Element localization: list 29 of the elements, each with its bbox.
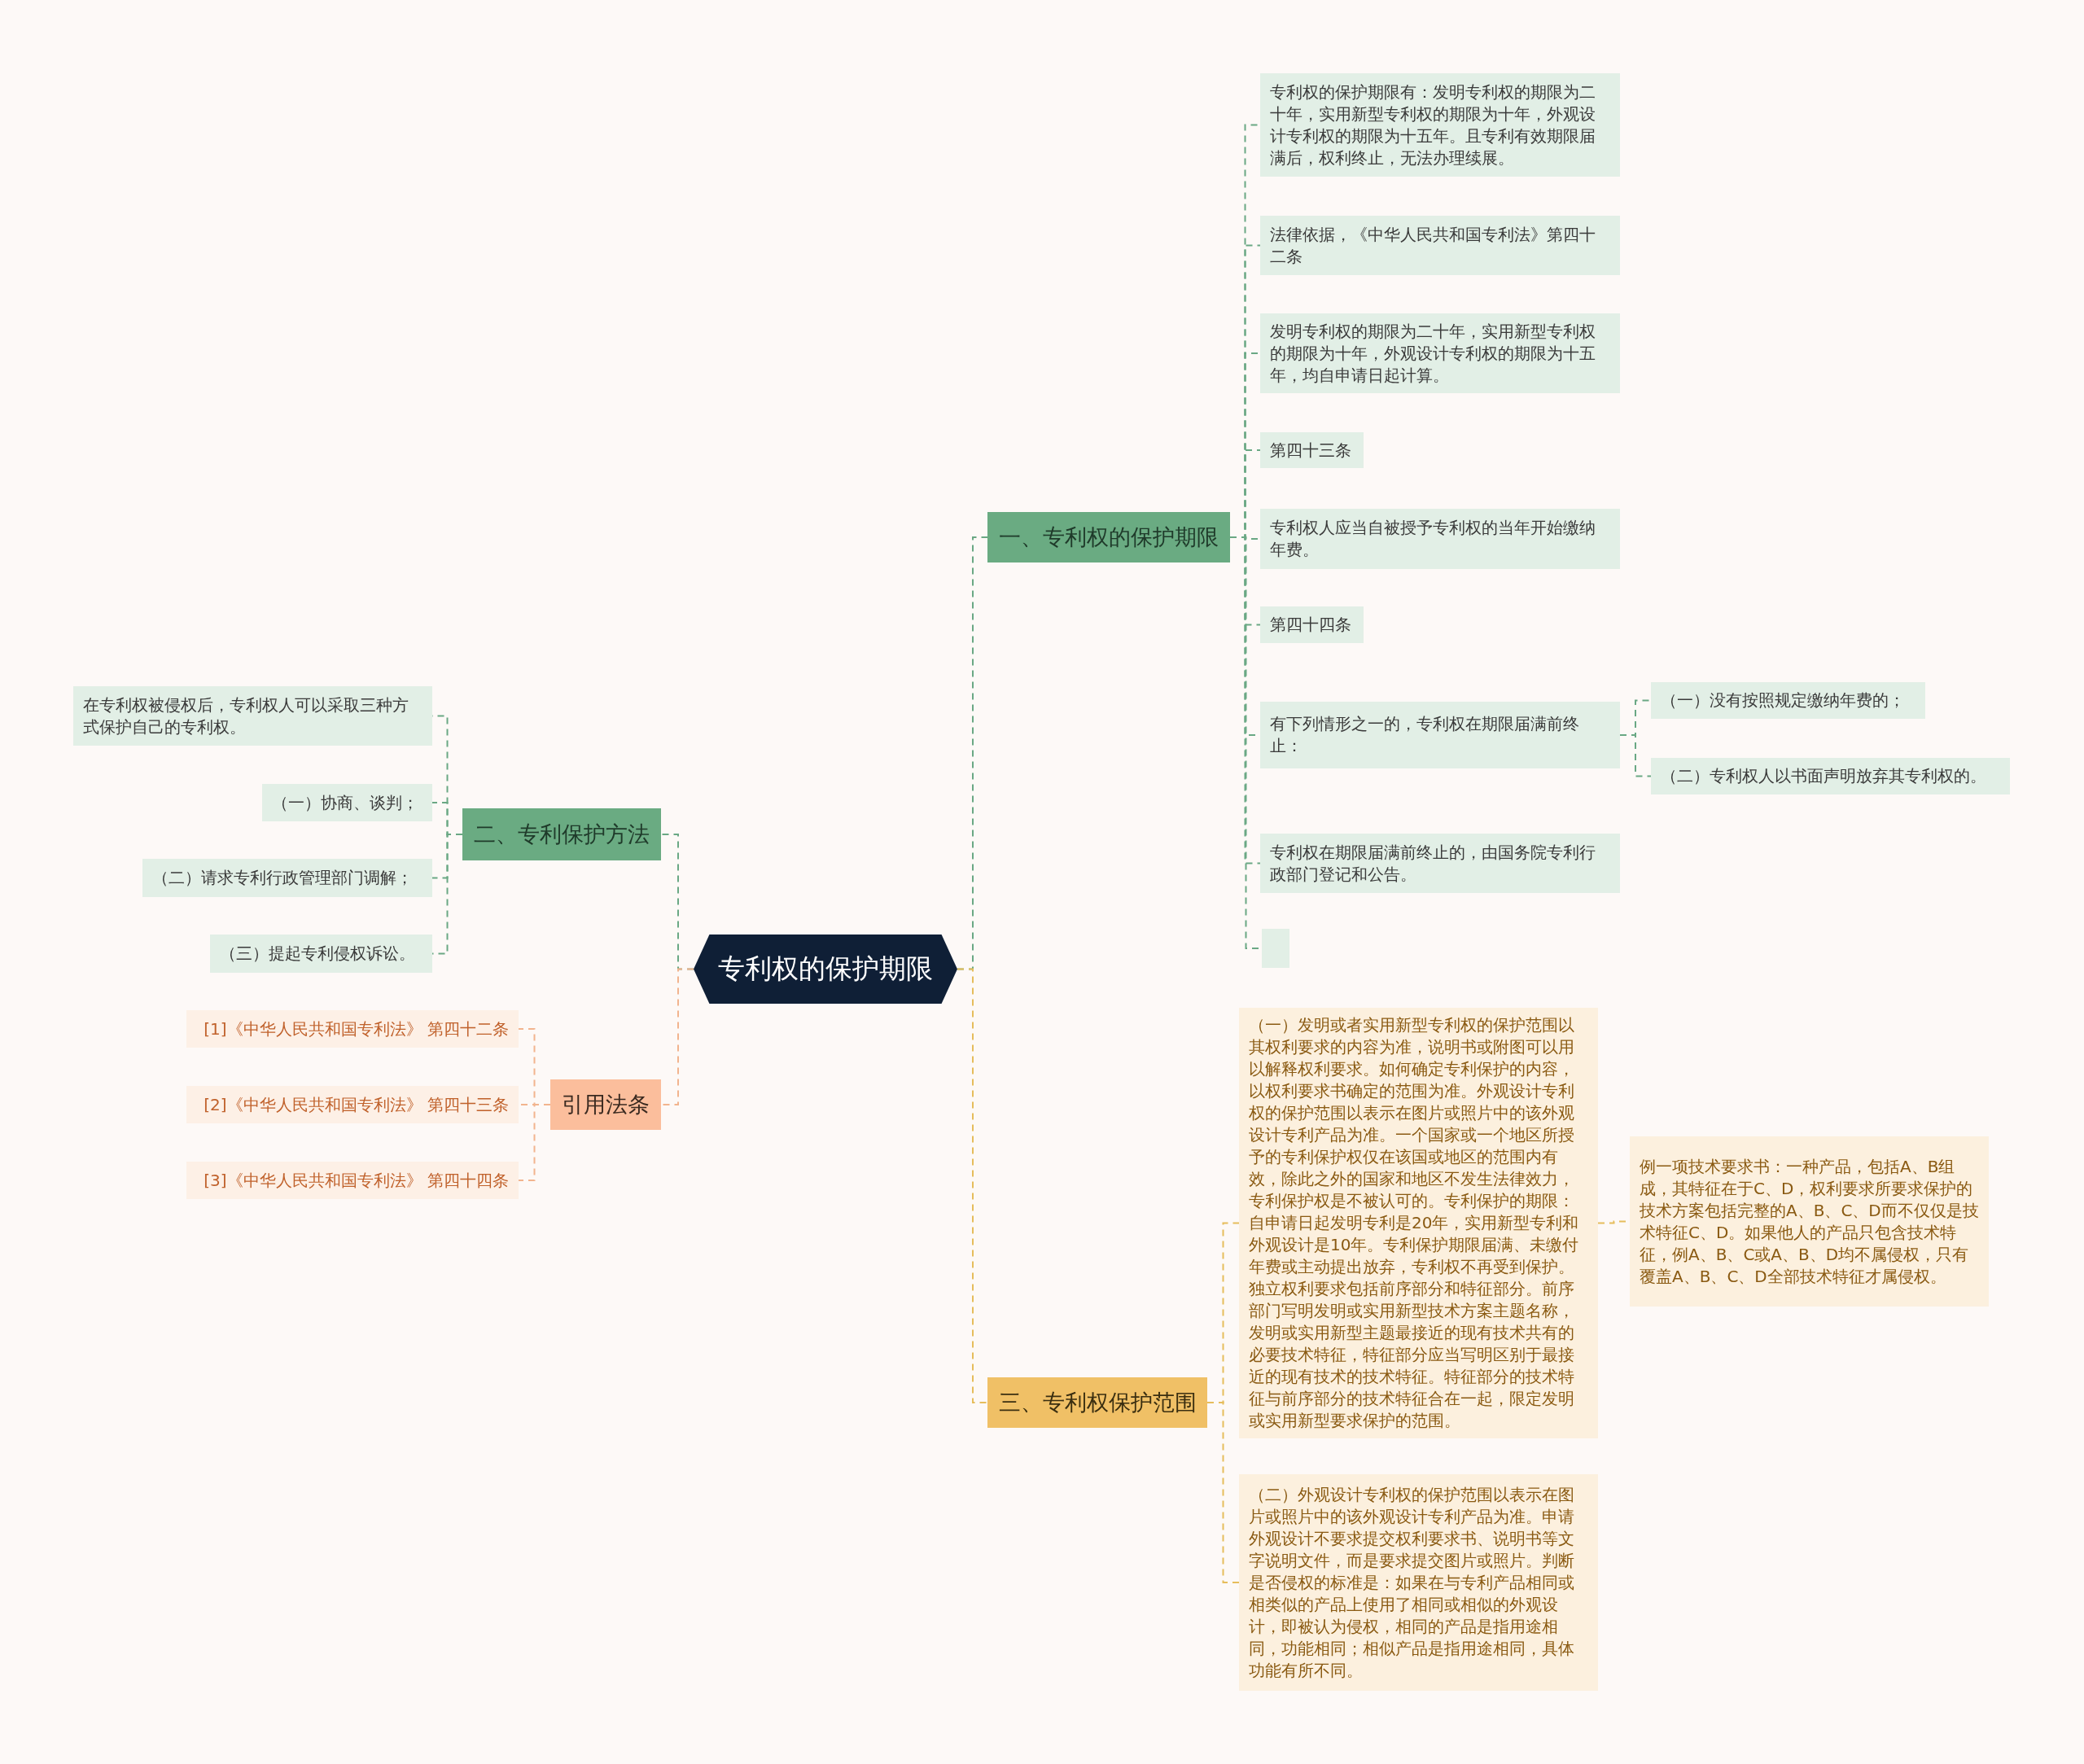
connector bbox=[1206, 1402, 1240, 1583]
topic-box: 三、专利权保护范围 bbox=[987, 1377, 1207, 1428]
text-box: （一）协商、谈判； bbox=[262, 784, 432, 821]
text-box: （二）请求专利行政管理部门调解； bbox=[142, 859, 432, 897]
text-box: 第四十三条 bbox=[1260, 432, 1364, 468]
text-box: 有下列情形之一的，专利权在期限届满前终止： bbox=[1260, 702, 1620, 768]
topic-box: 一、专利权的保护期限 bbox=[987, 512, 1230, 562]
text-box: 在专利权被侵权后，专利权人可以采取三种方式保护自己的专利权。 bbox=[73, 686, 432, 746]
topic-box: 二、专利保护方法 bbox=[462, 808, 661, 860]
connector bbox=[957, 968, 988, 1403]
text-box: 专利权的保护期限有：发明专利权的期限为二十年，实用新型专利权的期限为十年，外观设计专利权的期限为十五年。且专利有效期限届满后，权利终止，无法办理续展。 bbox=[1260, 73, 1620, 177]
empty-box bbox=[1262, 929, 1289, 968]
text-box: （二）外观设计专利权的保护范围以表示在图片或照片中的该外观设计专利产品为准。申请外观设计不要求提交权利要求书、说明书等文字说明文件，而是要求提交图片或照片。判断是否侵权的标准是：如果在与专利产品相同或相类似的产品上使用了相同或相似的外观设计，即被认为侵权，相同的产品是指用途相同，功能相同；相似产品是指用途相同，具体功能有所不同。 bbox=[1239, 1474, 1598, 1691]
topic-box: 引用法条 bbox=[550, 1079, 661, 1130]
text-box: （一）发明或者实用新型专利权的保护范围以其权利要求的内容为准，说明书或附图可以用以解释权利要求。如何确定专利保护的内容，以权利要求书确定的范围为准。外观设计专利权的保护范围以表示在图片或照片中的该外观设计专利产品为准。一个国家或一个地区所授予的专利保护权仅在该国或地区的范围内有效，除此之外的国家和地区不发生法律效力，专利保护权是不被认可的。专利保护的期限：自申请日起发明专利是20年，实用新型专利和外观设计是10年。专利保护期限届满、未缴付年费或主动提出放弃，专利权不再受到保护。独立权利要求包括前序部分和特征部分。前序部门写明发明或实用新型技术方案主题名称，发明或实用新型主题最接近的现有技术共有的必要技术特征，特征部分应当写明区别于最接近的现有技术的技术特征。特征部分的技术特征与前序部分的技术特征合在一起，限定发明或实用新型要求保护的范围。 bbox=[1239, 1008, 1598, 1438]
text-box: （一）没有按照规定缴纳年费的； bbox=[1651, 682, 1925, 719]
text-box: （二）专利权人以书面声明放弃其专利权的。 bbox=[1651, 758, 2010, 794]
text-box: 法律依据，《中华人民共和国专利法》第四十二条 bbox=[1260, 216, 1620, 275]
citation-box: [2]《中华人民共和国专利法》 第四十三条 bbox=[186, 1086, 519, 1123]
citation-box: [3]《中华人民共和国专利法》 第四十四条 bbox=[186, 1162, 519, 1199]
text-box: 第四十四条 bbox=[1260, 606, 1364, 643]
text-box: 发明专利权的期限为二十年，实用新型专利权的期限为十年，外观设计专利权的期限为十五年，均自申请日起计算。 bbox=[1260, 313, 1620, 393]
text-box: 专利权人应当自被授予专利权的当年开始缴纳年费。 bbox=[1260, 509, 1620, 569]
connector bbox=[1619, 734, 1652, 777]
text-box: 专利权在期限届满前终止的，由国务院专利行政部门登记和公告。 bbox=[1260, 834, 1620, 893]
connector bbox=[518, 1104, 551, 1181]
text-box: （三）提起专利侵权诉讼。 bbox=[210, 935, 432, 973]
text-box: 例一项技术要求书：一种产品，包括A、B组成，其特征在于C、D，权利要求所要求保护的技术方案包括完整的A、B、C、D而不仅仅是技术特征C、D。如果他人的产品只包含技术特征，例A、B、C或A、B、D均不属侵权，只有覆盖A、B、C、D全部技术特征才属侵权。 bbox=[1630, 1136, 1989, 1307]
citation-box: [1]《中华人民共和国专利法》 第四十二条 bbox=[186, 1010, 519, 1048]
